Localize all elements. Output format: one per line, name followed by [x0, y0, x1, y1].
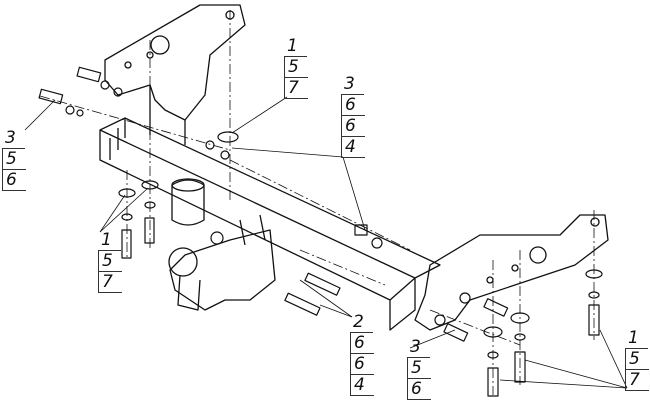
callout-item: 6: [2, 170, 26, 191]
callout-item: 3: [407, 337, 430, 358]
callout-left-end-bolt: 3 5 6: [2, 128, 26, 191]
right-mounting-bracket: [414, 214, 609, 331]
callout-right-end-bolt: 3 5 6: [407, 337, 431, 400]
callout-item: 7: [625, 370, 649, 391]
callout-left-lower-bolts: 1 5 7: [98, 230, 122, 293]
callout-item: 4: [350, 375, 374, 396]
callout-item: 3: [341, 74, 364, 95]
callout-item: 6: [407, 379, 431, 400]
callout-item: 6: [350, 354, 374, 375]
callout-item: 1: [625, 328, 648, 349]
callout-center-nut-group: 3 6 6 4: [341, 74, 365, 158]
callout-item: 1: [284, 36, 307, 57]
ball-cover: [171, 179, 205, 226]
tow-ball: [168, 247, 198, 277]
callout-item: 5: [625, 349, 649, 370]
callout-right-lower-bolts: 1 5 7: [625, 328, 649, 391]
callout-item: 4: [341, 137, 365, 158]
bolt-set-left: [38, 66, 239, 259]
callout-item: 6: [341, 95, 365, 116]
callout-item: 5: [284, 57, 308, 78]
callout-ball-mount-bolts: 2 6 6 4: [350, 312, 374, 396]
callout-item: 7: [284, 78, 308, 99]
callout-item: 5: [407, 358, 431, 379]
callout-item: 6: [350, 333, 374, 354]
callout-item: 7: [98, 272, 122, 293]
bolt-set-right: [434, 269, 603, 397]
ball-mount: [169, 229, 276, 311]
callout-item: 1: [98, 230, 121, 251]
callout-item: 2: [350, 312, 373, 333]
callout-item: 5: [98, 251, 122, 272]
crossbar-tube: [99, 117, 441, 331]
bolt-set-center: [210, 224, 383, 316]
leader-lines: [24, 96, 628, 389]
callout-item: 3: [2, 128, 25, 149]
callout-item: 5: [2, 149, 26, 170]
callout-item: 6: [341, 116, 365, 137]
callout-top-mount-bolts: 1 5 7: [284, 36, 308, 99]
